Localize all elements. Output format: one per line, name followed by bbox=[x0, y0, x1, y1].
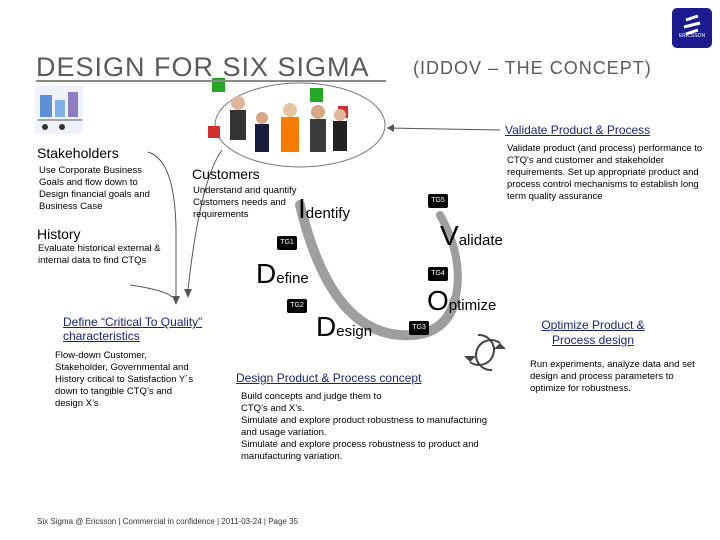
tollgate-tg2: TG2 bbox=[287, 299, 307, 313]
phase-define-rest: efine bbox=[276, 270, 309, 287]
history-heading: History bbox=[37, 226, 81, 242]
design-concept-line: manufacturing variation. bbox=[241, 451, 343, 462]
title-underline bbox=[36, 80, 386, 82]
phase-identify: Identify bbox=[298, 195, 350, 223]
phase-validate: Validate bbox=[440, 222, 503, 250]
ericsson-logo-mark-icon bbox=[683, 14, 701, 36]
phase-design-initial: D bbox=[316, 311, 337, 342]
design-concept-line: Simulate and explore process robustness … bbox=[241, 439, 479, 450]
page-subtitle: (IDDOV – The Concept) bbox=[413, 58, 652, 78]
design-concept-line: CTQ’s and X’s. bbox=[241, 403, 305, 414]
phase-identify-rest: dentify bbox=[305, 205, 350, 222]
tollgate-tg5: TG5 bbox=[428, 194, 448, 208]
stakeholders-text: Use Corporate Business Goals and flow do… bbox=[39, 165, 150, 212]
validate-arrow bbox=[386, 127, 501, 131]
phase-define: Define bbox=[256, 260, 309, 288]
flowdown-text: Flow-down Customer, Stakeholder, Governm… bbox=[55, 350, 194, 409]
history-text: Evaluate historical external & internal … bbox=[38, 243, 161, 266]
design-concept-line: Build concepts and judge them to bbox=[241, 391, 382, 402]
tollgate-tg1: TG1 bbox=[277, 236, 297, 250]
stakeholders-bracket bbox=[147, 151, 177, 297]
history-bracket bbox=[129, 284, 173, 298]
customers-text: Understand and quantify Customers needs … bbox=[193, 185, 297, 220]
page-title: Design for Six Sigma bbox=[36, 52, 370, 82]
phase-design: Design bbox=[316, 313, 372, 341]
ericsson-logo bbox=[672, 8, 712, 48]
design-concept-line: and usage variation. bbox=[241, 427, 327, 438]
validate-arc bbox=[436, 211, 462, 304]
phase-validate-initial: V bbox=[440, 220, 459, 251]
customers-ellipse bbox=[214, 82, 386, 168]
phase-optimize-initial: O bbox=[427, 285, 449, 316]
ericsson-logo-text: ERICSSON bbox=[678, 33, 706, 39]
design-concept-link[interactable]: Design Product & Process concept bbox=[236, 371, 422, 385]
optimize-design-link[interactable]: Optimize Product & Process design bbox=[541, 318, 645, 347]
optimize-text: Run experiments, analyze data and set de… bbox=[530, 359, 695, 394]
customers-arrow bbox=[187, 149, 223, 291]
validate-text: Validate product (and process) performan… bbox=[507, 143, 703, 202]
phase-validate-rest: alidate bbox=[458, 232, 503, 249]
stakeholders-illustration bbox=[35, 86, 83, 134]
customers-illustration bbox=[208, 78, 348, 152]
design-concept-line: Simulate and explore product robustness … bbox=[241, 415, 488, 426]
stakeholders-heading: Stakeholders bbox=[37, 145, 119, 161]
validate-product-process-link[interactable]: Validate Product & Process bbox=[505, 123, 651, 137]
phase-design-rest: esign bbox=[336, 323, 373, 340]
footer-text: Six Sigma @ Ericsson | Commercial in con… bbox=[37, 517, 298, 526]
define-ctq-link[interactable]: Define “Critical To Quality” characteris… bbox=[63, 315, 203, 343]
process-arc bbox=[295, 200, 460, 341]
optimize-cycle-icon bbox=[464, 333, 506, 372]
phase-identify-initial: I bbox=[298, 193, 306, 224]
phase-define-initial: D bbox=[256, 258, 277, 289]
design-concept-text: Build concepts and judge them to CTQ’s a… bbox=[241, 391, 521, 463]
phase-optimize-rest: ptimize bbox=[448, 297, 497, 314]
tollgate-tg3: TG3 bbox=[409, 321, 429, 335]
phase-optimize: Optimize bbox=[427, 287, 496, 315]
customers-heading: Customers bbox=[192, 166, 260, 182]
tollgate-tg4: TG4 bbox=[428, 267, 448, 281]
